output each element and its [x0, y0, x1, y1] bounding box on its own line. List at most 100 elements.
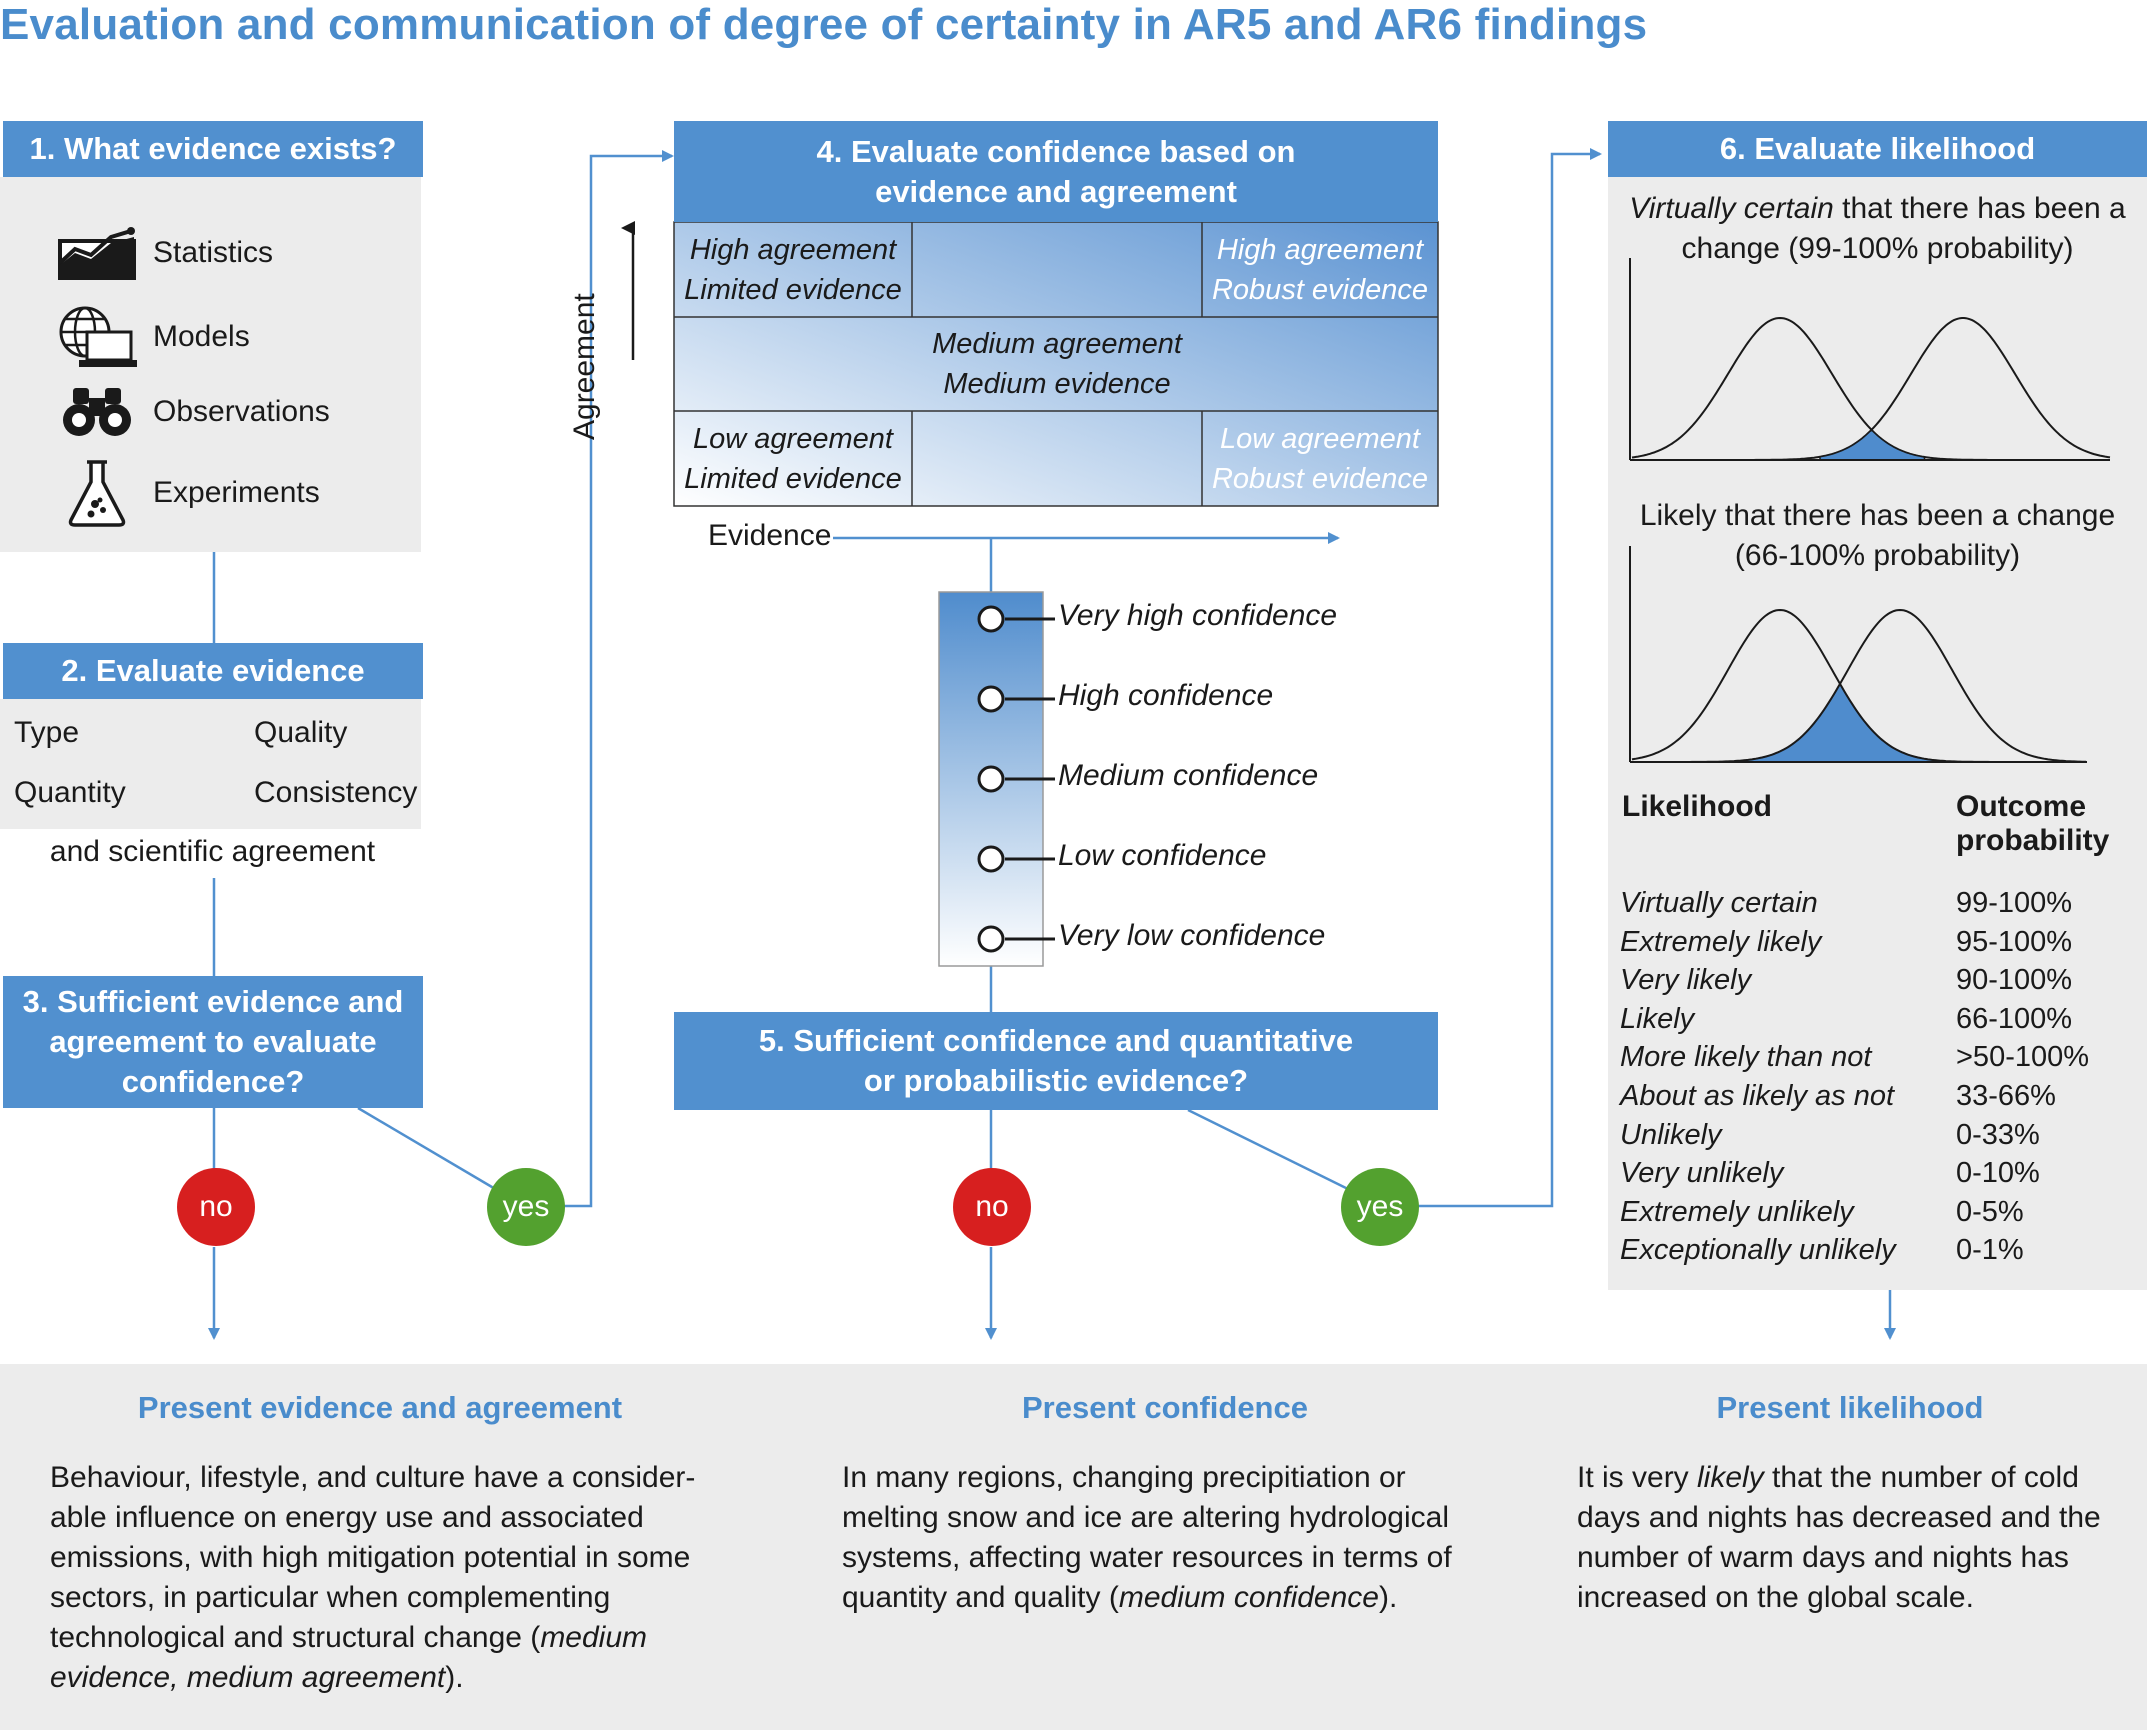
text-line: melting snow and ice are altering hydrol…: [842, 1501, 1450, 1534]
likelihood-term: Very unlikely: [1620, 1157, 1784, 1190]
text-line: that the number of cold: [1763, 1461, 2079, 1494]
evidence-type: Type: [14, 716, 80, 749]
flask-icon: [55, 458, 139, 528]
evidence-item-models: Models: [55, 302, 250, 372]
step5-yes-decision: yes: [1341, 1168, 1419, 1246]
likelihood-term: Unlikely: [1620, 1118, 1722, 1151]
confidence-medium: Medium confidence: [1058, 759, 1319, 792]
matrix-cell-low-limited: Low agreement Limited evidence: [674, 411, 912, 506]
step4-header-line2: evidence and agreement: [875, 173, 1237, 209]
chart-icon: [55, 218, 139, 288]
step3-header-line2: agreement to evaluate: [49, 1024, 377, 1059]
page-title: Evaluation and communication of degree o…: [0, 0, 1648, 49]
likely-plot: [1629, 546, 2087, 763]
text-line: number of warm days and nights has: [1577, 1541, 2069, 1574]
text-line: quantity and quality (: [842, 1581, 1119, 1614]
text-line: sectors, in particular when complementin…: [50, 1581, 611, 1614]
confidence-very-high: Very high confidence: [1058, 599, 1338, 632]
step1-header: 1. What evidence exists?: [3, 121, 423, 177]
evidence-item-observations: Observations: [55, 377, 330, 447]
matrix-cell-low-robust: Low agreement Robust evidence: [1202, 411, 1438, 506]
binoculars-icon: [55, 377, 139, 447]
likelihood-probability: >50-100%: [1956, 1041, 2090, 1074]
text-line: technological and structural change (: [50, 1621, 541, 1654]
likelihood-row: About as likely as not 33-66%: [1620, 1080, 2120, 1113]
vc-line2: change (99-100% probability): [1681, 232, 2074, 265]
evidence-consistency: Consistency: [254, 776, 418, 809]
likelihood-probability: 0-1%: [1956, 1234, 2024, 1267]
likelihood-probability: 99-100%: [1956, 887, 2073, 919]
evidence-axis-label: Evidence: [708, 519, 832, 552]
likelihood-column-header: Likelihood: [1622, 790, 1772, 823]
text-italic: evidence, medium agreement: [50, 1661, 446, 1694]
text-line: Behaviour, lifestyle, and culture have a…: [50, 1461, 696, 1494]
confidence-very-low: Very low confidence: [1058, 919, 1326, 952]
observations-label: Observations: [153, 395, 330, 428]
likelihood-row: Likely 66-100%: [1620, 1003, 2120, 1036]
cell-label: Robust evidence: [1211, 462, 1429, 495]
likelihood-term: About as likely as not: [1620, 1080, 1895, 1112]
text-line: It is very: [1577, 1461, 1698, 1494]
evidence-quantity: Quantity: [14, 776, 126, 809]
step3-header-line3: confidence?: [121, 1064, 305, 1099]
globe-laptop-icon: [55, 302, 139, 372]
likelihood-probability: 90-100%: [1956, 964, 2073, 997]
step5-header-line2: or probabilistic evidence?: [863, 1063, 1249, 1098]
confidence-low: Low confidence: [1058, 839, 1267, 872]
cell-label: High agreement: [1216, 233, 1424, 266]
likelihood-term: Likely: [1620, 1002, 1695, 1035]
virtually-certain-plot: [1629, 258, 2111, 461]
cell-label: Low agreement: [1220, 422, 1420, 455]
step5-no-decision: no: [953, 1168, 1031, 1246]
cell-label: Limited evidence: [684, 273, 902, 306]
step5-header-line1: 5. Sufficient confidence and quantitativ…: [758, 1023, 1354, 1058]
experiments-label: Experiments: [153, 476, 320, 509]
cell-label: Low agreement: [693, 422, 893, 455]
virtually-certain-caption: Virtually certain that there has been a …: [1608, 189, 2147, 269]
cell-label: Medium agreement: [932, 328, 1182, 360]
likelihood-term: Extremely unlikely: [1620, 1195, 1854, 1228]
cell-label: High agreement: [689, 233, 897, 266]
likelihood-probability: 0-33%: [1956, 1118, 2040, 1151]
text-italic: medium confidence: [1118, 1581, 1379, 1614]
cell-label: Medium evidence: [943, 368, 1171, 400]
text-line: emissions, with high mitigation potentia…: [50, 1541, 691, 1574]
text-line: ).: [1379, 1581, 1398, 1614]
present-likelihood-text: It is very likely that the number of col…: [1577, 1458, 2137, 1618]
confidence-high: High confidence: [1058, 679, 1274, 712]
likelihood-probability: 66-100%: [1956, 1002, 2073, 1035]
evidence-item-statistics: Statistics: [55, 218, 273, 288]
agreement-axis-label: Agreement: [568, 293, 601, 440]
present-confidence-text: In many regions, changing precipitiation…: [842, 1458, 1502, 1618]
step3-no-decision: no: [177, 1168, 255, 1246]
step4-header: 4. Evaluate confidence based on evidence…: [674, 121, 1438, 222]
step2-header: 2. Evaluate evidence: [3, 643, 423, 699]
vc-rest: that there has been a: [1833, 192, 2126, 225]
likely-caption: Likely that there has been a change (66-…: [1608, 496, 2147, 576]
evidence-item-experiments: Experiments: [55, 458, 320, 528]
cell-label: Robust evidence: [1211, 273, 1429, 306]
matrix-cell-high-limited: High agreement Limited evidence: [674, 222, 912, 317]
cell-label: Limited evidence: [684, 462, 902, 495]
likelihood-probability: 33-66%: [1956, 1080, 2056, 1112]
text-line: able influence on energy use and associa…: [50, 1501, 644, 1534]
step3-header: 3. Sufficient evidence and agreement to …: [3, 976, 423, 1108]
outcome-column-header: Outcome probability: [1956, 790, 2109, 858]
text-line: increased on the global scale.: [1577, 1581, 1974, 1614]
bottom-panel: [0, 1364, 2147, 1730]
likelihood-probability: 0-10%: [1956, 1157, 2040, 1190]
likelihood-row: Unlikely 0-33%: [1620, 1119, 2120, 1152]
matrix-cell-high-robust: High agreement Robust evidence: [1202, 222, 1438, 317]
evidence-quality: Quality: [254, 716, 348, 749]
step4-header-line1: 4. Evaluate confidence based on: [816, 133, 1296, 169]
likelihood-probability: 0-5%: [1956, 1195, 2024, 1228]
outcome-header-line1: Outcome: [1956, 790, 2087, 823]
models-label: Models: [153, 320, 250, 353]
step3-header-line1: 3. Sufficient evidence and: [22, 984, 404, 1019]
likelihood-term: Very likely: [1620, 964, 1752, 997]
likelihood-term: Virtually certain: [1620, 887, 1818, 919]
text-line: days and nights has decreased and the: [1577, 1501, 2101, 1534]
